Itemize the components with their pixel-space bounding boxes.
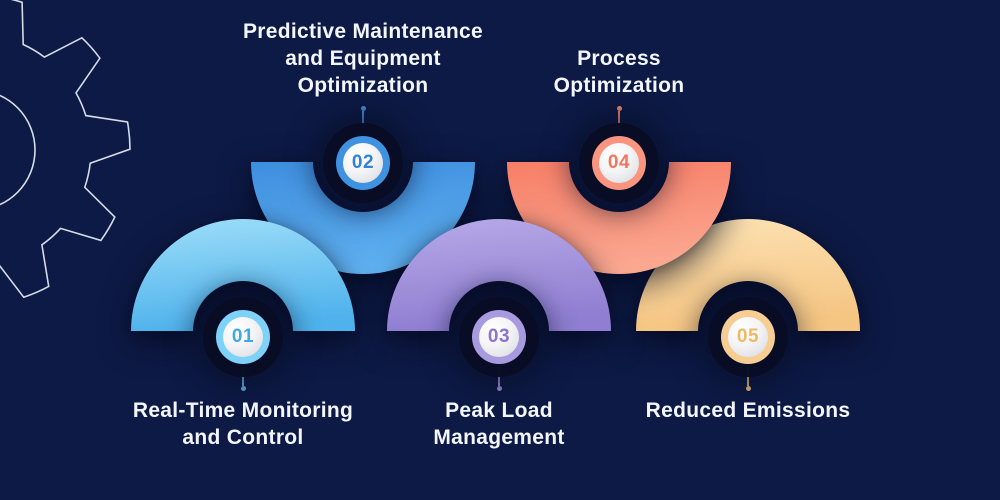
step-number-02: 02 [351, 152, 375, 173]
step-label-05: Reduced Emissions [645, 399, 851, 422]
step-badge-01: 01 [216, 310, 270, 364]
step-badge-inner-05: 05 [728, 317, 768, 357]
step-label-04: Process Optimization [553, 47, 685, 97]
step-label-03: Peak Load Management [433, 399, 565, 449]
connector-line-03 [498, 366, 500, 386]
step-arc-05 [636, 219, 860, 331]
gear-hole-icon [0, 94, 36, 206]
step-badge-04: 04 [592, 136, 646, 190]
step-badge-inner-03: 03 [479, 317, 519, 357]
step-arc-01 [131, 219, 355, 331]
step-badge-03: 03 [472, 310, 526, 364]
connector-line-02 [362, 111, 364, 131]
connector-dot-03 [496, 386, 502, 391]
step-label-01: Real-Time Monitoring and Control [132, 399, 354, 449]
connector-dot-05 [745, 386, 751, 391]
connector-line-01 [242, 366, 244, 386]
step-number-04: 04 [607, 152, 631, 173]
gear-icon [0, 0, 131, 299]
step-number-03: 03 [487, 326, 511, 347]
step-badge-inner-04: 04 [599, 143, 639, 183]
connector-dot-01 [240, 386, 246, 391]
step-number-05: 05 [736, 326, 760, 347]
step-badge-inner-01: 01 [223, 317, 263, 357]
step-badge-inner-02: 02 [343, 143, 383, 183]
step-badge-02: 02 [336, 136, 390, 190]
connector-line-04 [618, 111, 620, 131]
connector-line-05 [747, 366, 749, 386]
step-badge-05: 05 [721, 310, 775, 364]
step-label-02: Predictive Maintenance and Equipment Opt… [242, 20, 484, 97]
step-number-01: 01 [231, 326, 255, 347]
connector-dot-04 [616, 106, 622, 111]
step-arc-03 [387, 219, 611, 331]
connector-dot-02 [360, 106, 366, 111]
